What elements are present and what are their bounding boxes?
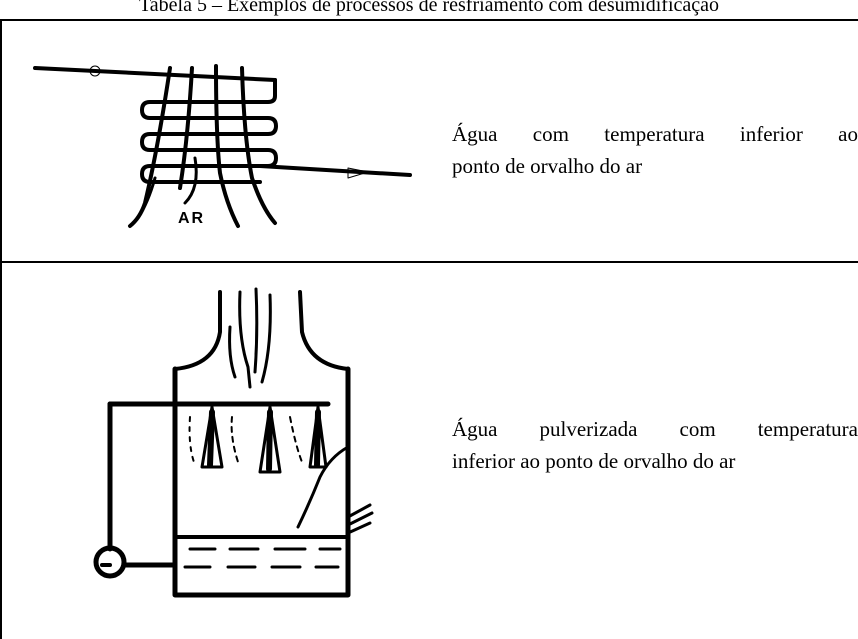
examples-table [0, 19, 858, 639]
air-label: AR [178, 210, 206, 227]
row1-description: Água com temperatura inferior ao ponto d… [452, 118, 858, 182]
row1-text-line2: ponto de orvalho do ar [452, 154, 643, 178]
row2-text-line2: inferior ao ponto de orvalho do ar [452, 449, 736, 473]
row2-text-line1: Água pulverizada com temperatura [452, 417, 858, 441]
table-caption: Tabela 5 – Exemplos de processos de resf… [138, 0, 720, 16]
row-divider [0, 261, 858, 263]
row1-text-line1: Água com temperatura inferior ao [452, 122, 858, 146]
cooling-coil-figure: AR [30, 38, 415, 233]
row2-description: Água pulverizada com temperatura inferio… [452, 413, 858, 477]
spray-chamber-figure [80, 287, 380, 607]
